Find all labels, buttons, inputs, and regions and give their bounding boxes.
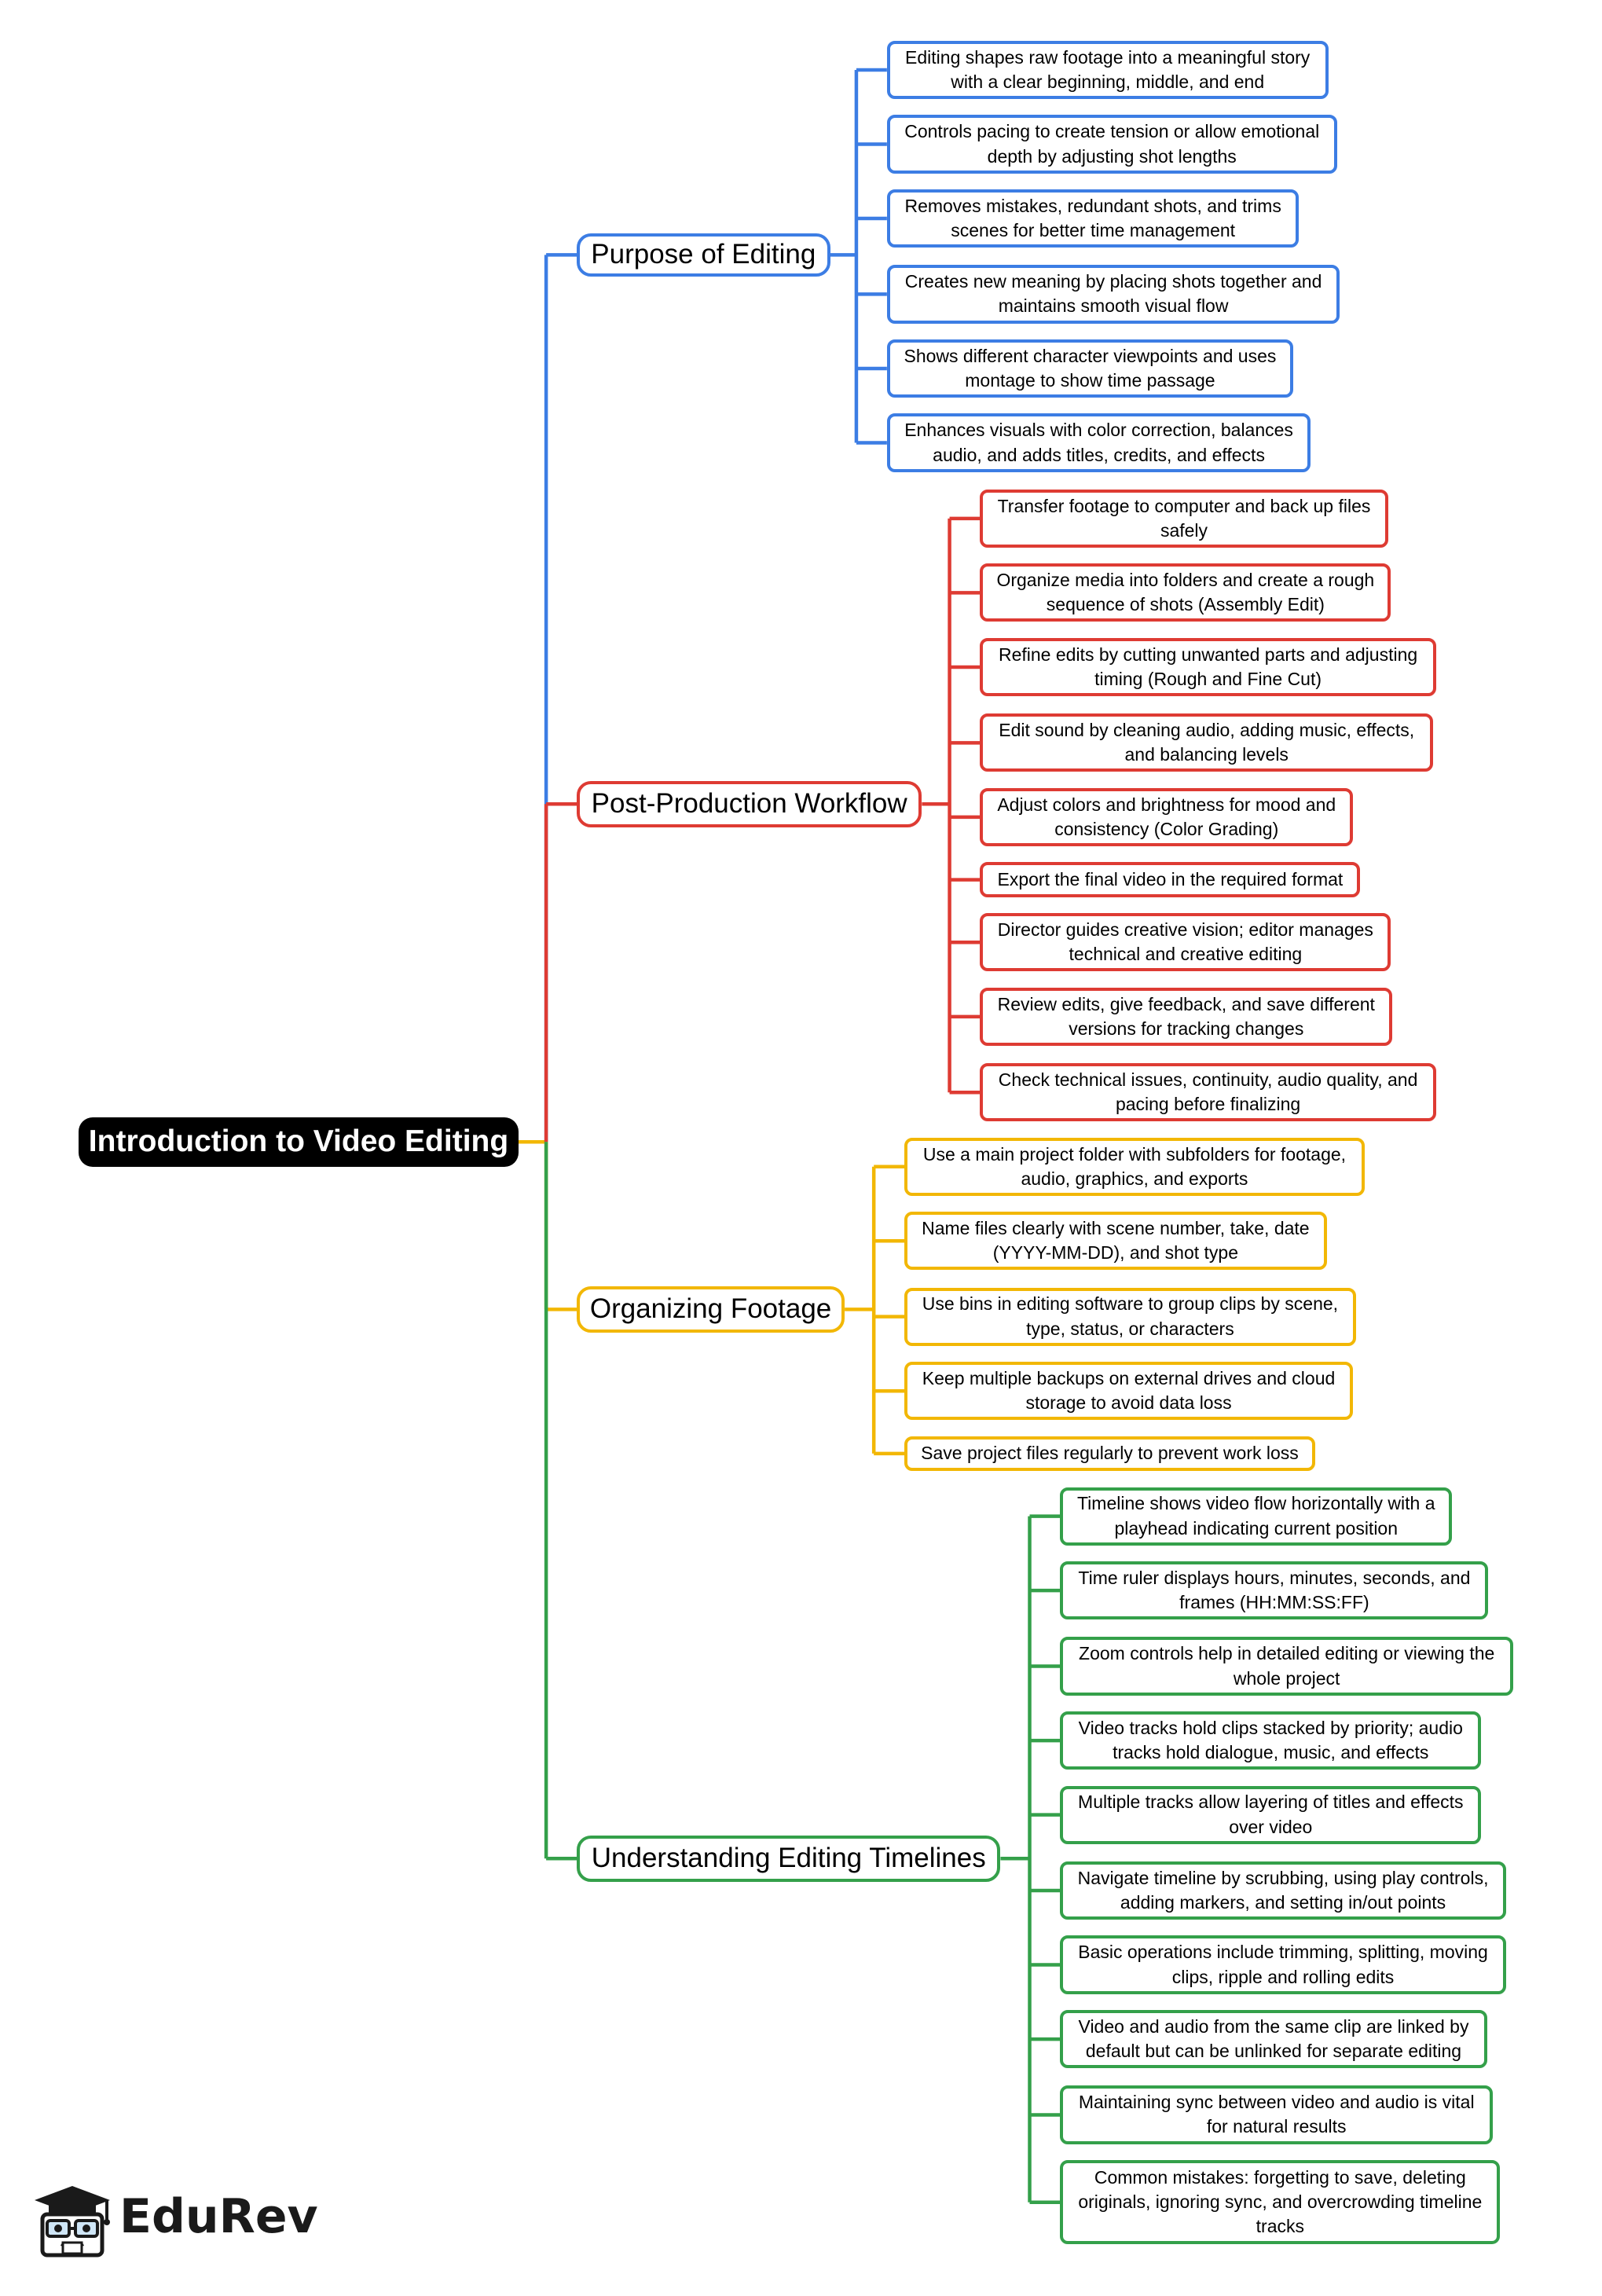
leaf-node: Edit sound by cleaning audio, adding mus…: [980, 713, 1433, 772]
leaf-node: Use bins in editing software to group cl…: [904, 1287, 1356, 1346]
leaf-node: Review edits, give feedback, and save di…: [980, 987, 1393, 1046]
leaf-node: Enhances visuals with color correction, …: [886, 413, 1311, 472]
graduation-cap-mascot-icon: [35, 2186, 110, 2257]
leaf-node: Basic operations include trimming, split…: [1060, 1935, 1506, 1994]
leaf-node: Common mistakes: forgetting to save, del…: [1060, 2159, 1501, 2245]
leaf-node: Multiple tracks allow layering of titles…: [1060, 1785, 1482, 1844]
leaf-node: Keep multiple backups on external drives…: [904, 1362, 1353, 1421]
leaf-node: Use a main project folder with subfolder…: [904, 1137, 1365, 1196]
leaf-node: Video and audio from the same clip are l…: [1060, 2010, 1487, 2069]
leaf-node: Zoom controls help in detailed editing o…: [1060, 1637, 1513, 1696]
leaf-node: Director guides creative vision; editor …: [980, 913, 1391, 972]
leaf-node: Export the final video in the required f…: [980, 862, 1361, 897]
logo-text: EduRev: [119, 2189, 318, 2244]
leaf-node: Adjust colors and brightness for mood an…: [980, 787, 1353, 846]
leaf-node: Removes mistakes, redundant shots, and t…: [886, 189, 1300, 248]
leaf-node: Controls pacing to create tension or all…: [886, 115, 1337, 174]
branch-node: Organizing Footage: [577, 1286, 845, 1333]
leaf-node: Shows different character viewpoints and…: [886, 339, 1294, 398]
edurev-logo: EduRev: [31, 2183, 318, 2258]
leaf-node: Maintaining sync between video and audio…: [1060, 2085, 1493, 2144]
root-node-title: Introduction to Video Editing: [79, 1117, 519, 1167]
leaf-node: Time ruler displays hours, minutes, seco…: [1060, 1561, 1489, 1620]
leaf-node: Refine edits by cutting unwanted parts a…: [980, 637, 1436, 697]
leaf-node: Save project files regularly to prevent …: [904, 1436, 1315, 1472]
leaf-node: Video tracks hold clips stacked by prior…: [1060, 1711, 1482, 1770]
branch-node: Purpose of Editing: [577, 233, 830, 277]
leaf-node: Organize media into folders and create a…: [980, 563, 1391, 622]
leaf-node: Editing shapes raw footage into a meanin…: [886, 40, 1329, 100]
leaf-node: Transfer footage to computer and back up…: [980, 489, 1388, 548]
branch-node: Understanding Editing Timelines: [577, 1835, 1001, 1882]
branch-node: Post-Production Workflow: [577, 780, 922, 827]
leaf-node: Check technical issues, continuity, audi…: [980, 1063, 1436, 1122]
leaf-node: Creates new meaning by placing shots tog…: [886, 265, 1340, 324]
leaf-node: Name files clearly with scene number, ta…: [904, 1212, 1327, 1271]
leaf-node: Navigate timeline by scrubbing, using pl…: [1060, 1861, 1506, 1920]
leaf-node: Timeline shows video flow horizontally w…: [1060, 1487, 1453, 1546]
